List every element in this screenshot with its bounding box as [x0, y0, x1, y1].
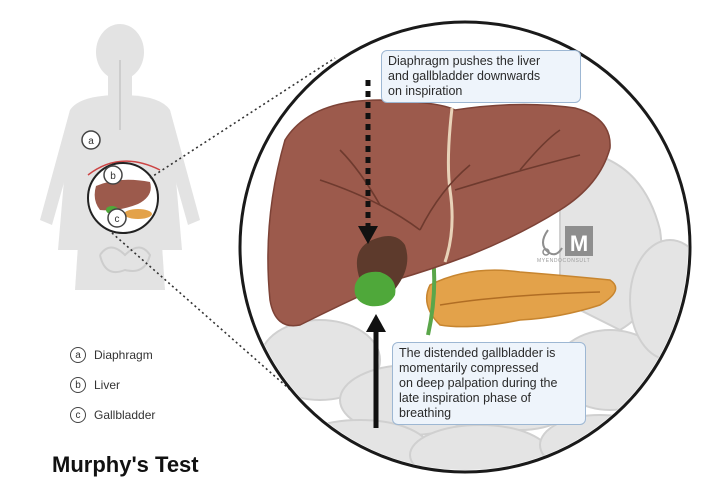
- small-liver: [94, 179, 151, 211]
- upward-arrow-head: [366, 314, 386, 332]
- legend-label: Diaphragm: [94, 348, 153, 362]
- svg-text:c: c: [115, 214, 120, 225]
- watermark-logo: [542, 226, 593, 256]
- figure-marker-b: b: [103, 165, 123, 185]
- figure-marker-a: a: [81, 130, 101, 150]
- callout-diaphragm: Diaphragm pushes the liver and gallbladd…: [381, 50, 581, 103]
- legend-marker: c: [70, 407, 86, 423]
- small-pancreas: [124, 209, 152, 219]
- falciform-ligament: [443, 107, 454, 263]
- downward-arrow-head: [358, 226, 378, 244]
- callout-gallbladder-compression: The distended gallbladder is momentarily…: [392, 342, 586, 425]
- gallbladder-fundus: [354, 271, 396, 307]
- legend-item-diaphragm: a Diaphragm: [70, 347, 153, 363]
- legend-label: Gallbladder: [94, 408, 156, 422]
- legend-item-gallbladder: c Gallbladder: [70, 407, 155, 423]
- zoom-line-top: [149, 57, 336, 179]
- legend-item-liver: b Liver: [70, 377, 120, 393]
- pancreatic-duct: [439, 291, 601, 306]
- silhouette-organs: [99, 60, 152, 274]
- small-diaphragm-line: [87, 160, 161, 176]
- watermark-letter: M: [570, 231, 588, 256]
- pancreas: [425, 269, 617, 328]
- legend-marker: a: [70, 347, 86, 363]
- page-title: Murphy's Test: [52, 452, 199, 477]
- watermark-text: MYENDOCONSULT: [537, 258, 591, 264]
- legend-marker: b: [70, 377, 86, 393]
- figure-marker-c: c: [107, 208, 127, 228]
- svg-text:b: b: [110, 171, 116, 182]
- zoom-line-bottom: [111, 232, 321, 417]
- svg-text:a: a: [88, 136, 94, 147]
- liver: [267, 99, 611, 327]
- hepatic-vessels: [319, 129, 581, 231]
- legend-label: Liver: [94, 378, 121, 392]
